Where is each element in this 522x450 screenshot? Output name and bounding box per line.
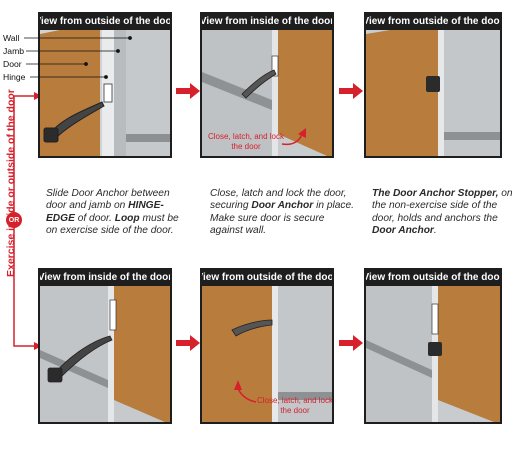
anchor-stopper	[426, 76, 440, 92]
door-illustration	[202, 14, 332, 156]
step-panel-4: View from inside of the door	[38, 268, 172, 424]
panel-title: View from outside of the door	[366, 14, 500, 30]
panel-title: View from outside of the door	[366, 270, 500, 286]
callout-jamb: Jamb	[3, 46, 25, 56]
door-illustration	[366, 270, 500, 422]
panel-note: Close, latch, and lock the door	[256, 396, 334, 415]
caption-step-1: Slide Door Anchor between door and jamb …	[46, 188, 179, 236]
note-arrow	[281, 128, 306, 146]
panel-title: View from inside of the door	[40, 270, 170, 286]
step-panel-5: View from outside of the door Close, lat…	[200, 268, 334, 424]
door-anchor	[43, 101, 105, 143]
callout-hinge: Hinge	[3, 72, 26, 82]
panel-title: View from inside of the door	[202, 14, 332, 30]
door-anchor	[241, 69, 277, 99]
panel-title: View from outside of the door	[40, 14, 170, 30]
callout-wall: Wall	[3, 33, 20, 43]
door-anchor	[47, 335, 113, 383]
step-panel-2: View from inside of the door Close, latc…	[200, 12, 334, 158]
door-illustration	[202, 270, 332, 422]
panel-note: Close, latch, and lock the door	[207, 132, 285, 151]
door-illustration	[366, 14, 500, 156]
step-panel-3: View from outside of the door	[364, 12, 502, 158]
anchor-stopper	[428, 342, 442, 356]
callout-door: Door	[3, 59, 22, 69]
caption-step-2: Close, latch and lock the door, securing…	[210, 188, 355, 236]
note-arrow	[234, 380, 257, 403]
panel-title: View from outside of the door	[202, 270, 332, 286]
caption-step-3: The Door Anchor Stopper, on the non-exer…	[372, 188, 513, 236]
step-panel-6: View from outside of the door	[364, 268, 502, 424]
door-anchor	[231, 319, 273, 337]
or-badge: OR	[6, 212, 22, 228]
door-illustration	[40, 270, 170, 422]
flow-arrow	[176, 83, 363, 351]
